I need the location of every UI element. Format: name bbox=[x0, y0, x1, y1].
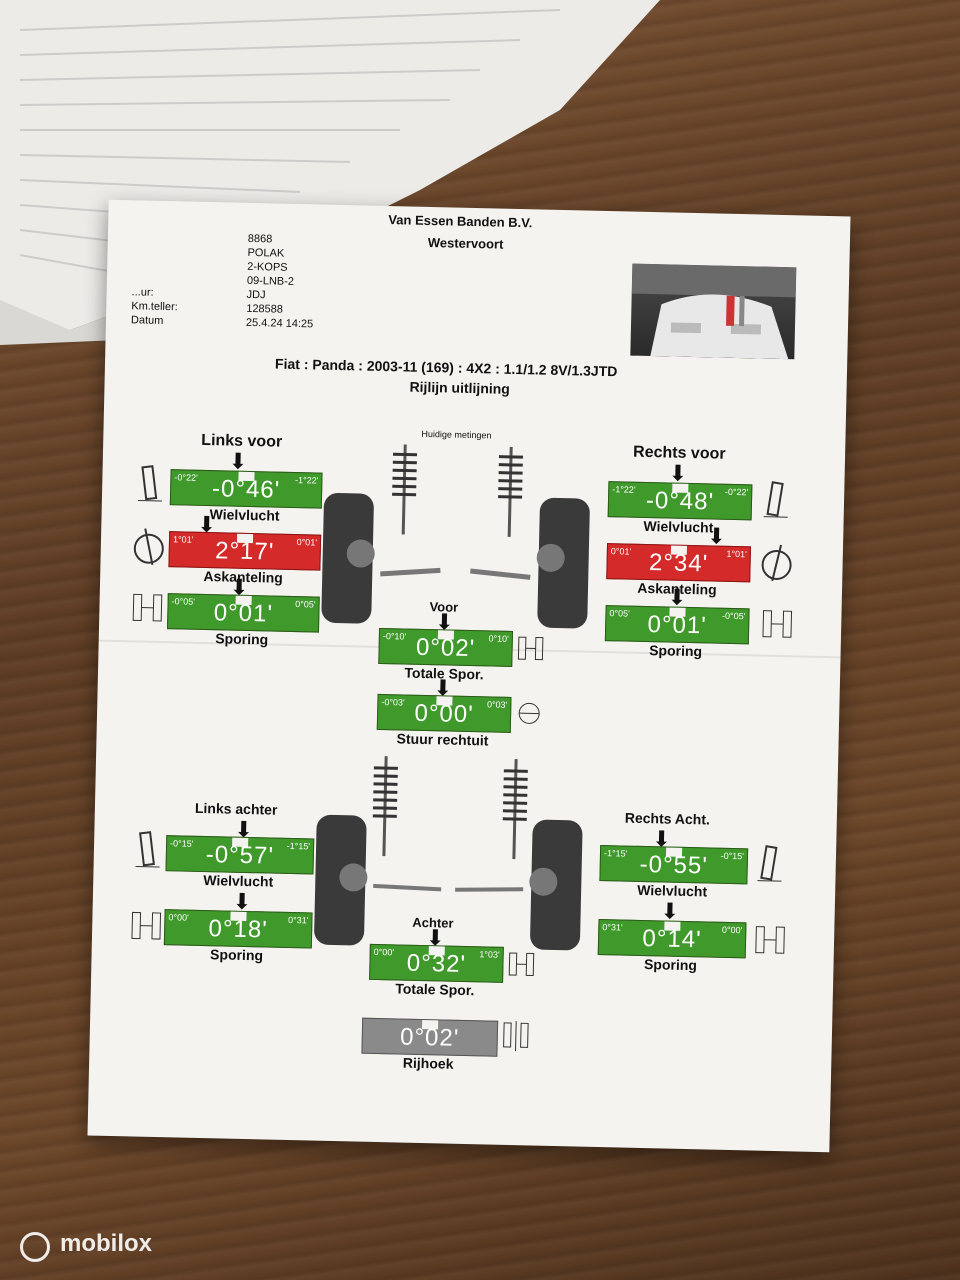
thrust-axle-icon bbox=[503, 1021, 529, 1052]
front-total-toe-value: 0°02' bbox=[415, 633, 476, 663]
rear-left-toe-label: Sporing bbox=[209, 946, 264, 964]
rear-total-toe-value: 0°32' bbox=[406, 949, 467, 979]
steering-gauge: -0°03' 0°03' 0°00' bbox=[376, 693, 512, 733]
caster-wheel-icon bbox=[133, 528, 164, 565]
front-right-caster-value: 2°34' bbox=[648, 549, 709, 578]
steering-value: 0°00' bbox=[414, 699, 475, 729]
thrust-angle-gauge: 0°02' bbox=[361, 1017, 499, 1057]
rear-right-toe-value: 0°14' bbox=[642, 925, 702, 954]
rear-total-toe-gauge: 0°00' 1°03' 0°32' bbox=[369, 943, 504, 983]
toe-axle-icon bbox=[508, 952, 535, 977]
front-right-toe-value: 0°01' bbox=[647, 611, 708, 640]
front-right-caster-gauge: 0°01' 1°01' 2°34' bbox=[606, 543, 752, 583]
watermark-text: mobilox bbox=[60, 1230, 153, 1257]
vehicle-photo bbox=[630, 263, 797, 360]
rear-left-toe-value: 0°18' bbox=[208, 915, 269, 944]
rear-left-camber-label: Wielvlucht bbox=[203, 872, 274, 890]
rear-right-camber-value: -0°55' bbox=[639, 850, 709, 880]
watermark-logo-icon bbox=[20, 1232, 50, 1262]
front-right-toe-gauge: 0°05' -0°05' 0°01' bbox=[604, 605, 750, 645]
company-name: Van Essen Banden B.V. bbox=[388, 212, 533, 231]
front-right-camber-gauge: -1°22' -0°22' -0°48' bbox=[607, 481, 753, 521]
front-left-camber-value: -0°46' bbox=[211, 475, 281, 504]
camber-wheel-icon bbox=[137, 465, 162, 502]
procedure-title: Rijlijn uitlijning bbox=[409, 378, 511, 397]
section-front-title: Huidige metingen bbox=[421, 428, 492, 441]
rear-left-camber-value: -0°57' bbox=[205, 841, 275, 870]
rear-right-title: Rechts Acht. bbox=[624, 809, 711, 828]
front-left-camber-gauge: -0°22' -1°22' -0°46' bbox=[169, 469, 323, 509]
steering-wheel-icon bbox=[518, 702, 540, 724]
caster-wheel-icon bbox=[761, 544, 792, 582]
toe-axle-icon bbox=[132, 593, 163, 622]
alignment-report: Van Essen Banden B.V. Westervoort 8868 P… bbox=[87, 199, 851, 1153]
rear-left-toe-gauge: 0°00' 0°31' 0°18' bbox=[163, 909, 313, 949]
front-left-toe-label: Sporing bbox=[215, 630, 269, 648]
thrust-angle-value: 0°02' bbox=[399, 1023, 460, 1052]
arrow-down-icon: ⬇ bbox=[660, 898, 680, 924]
front-total-toe-gauge: -0°10' 0°10' 0°02' bbox=[378, 627, 514, 667]
front-left-toe-value: 0°01' bbox=[213, 599, 274, 628]
front-right-camber-label: Wielvlucht bbox=[643, 517, 714, 536]
vehicle-model: Fiat : Panda : 2003-11 (169) : 4X2 : 1.1… bbox=[274, 355, 618, 380]
front-left-caster-value: 2°17' bbox=[214, 537, 275, 566]
thrust-angle-label: Rijhoek bbox=[402, 1054, 454, 1072]
toe-axle-icon bbox=[131, 911, 162, 940]
company-city: Westervoort bbox=[427, 234, 504, 252]
toe-axle-icon bbox=[517, 636, 544, 661]
arrow-down-icon: ⬇ bbox=[668, 460, 688, 486]
arrow-down-icon: ⬇ bbox=[667, 584, 687, 610]
rear-total-toe-label: Totale Spor. bbox=[395, 980, 475, 999]
front-right-toe-label: Sporing bbox=[648, 642, 703, 660]
front-left-camber-label: Wielvlucht bbox=[209, 506, 280, 524]
arrow-down-icon: ⬇ bbox=[232, 888, 252, 915]
toe-axle-icon bbox=[755, 926, 785, 954]
camber-wheel-icon bbox=[757, 845, 782, 882]
front-left-toe-gauge: -0°05' 0°05' 0°01' bbox=[166, 593, 320, 633]
camber-wheel-icon bbox=[135, 831, 160, 868]
steering-label: Stuur rechtuit bbox=[396, 730, 489, 749]
rear-right-camber-label: Wielvlucht bbox=[637, 881, 708, 900]
arrow-down-icon: ⬇ bbox=[706, 523, 726, 549]
toe-axle-icon bbox=[762, 610, 793, 638]
rear-right-camber-gauge: -1°15' -0°15' -0°55' bbox=[599, 845, 749, 885]
rear-right-toe-gauge: 0°31' 0°00' 0°14' bbox=[597, 919, 747, 959]
rear-left-camber-gauge: -0°15' -1°15' -0°57' bbox=[165, 835, 315, 875]
front-left-caster-gauge: 1°01' 0°01' 2°17' bbox=[168, 531, 322, 571]
rear-left-title: Links achter bbox=[194, 799, 278, 818]
front-right-camber-value: -0°48' bbox=[645, 486, 715, 516]
rear-suspension-illustration bbox=[314, 756, 583, 951]
arrow-down-icon: ⬇ bbox=[228, 448, 248, 474]
front-suspension-illustration bbox=[321, 444, 590, 629]
rear-right-toe-label: Sporing bbox=[643, 956, 698, 974]
camber-wheel-icon bbox=[763, 481, 788, 518]
